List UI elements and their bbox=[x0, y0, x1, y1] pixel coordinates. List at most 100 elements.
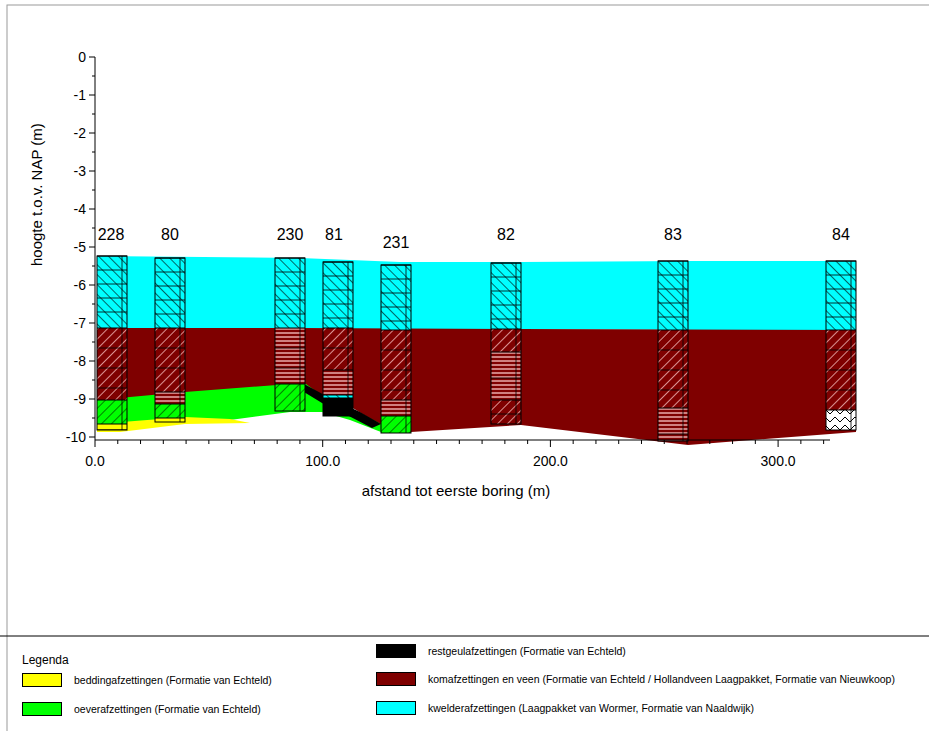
layer-boundary bbox=[491, 291, 521, 292]
layer-boundary bbox=[323, 370, 353, 371]
x-tick bbox=[208, 440, 209, 444]
borehole-number: 230 bbox=[277, 226, 304, 244]
borehole-number: 82 bbox=[497, 226, 515, 244]
borehole-segment bbox=[97, 400, 127, 424]
borehole-strip bbox=[180, 258, 181, 422]
legend-swatch bbox=[22, 673, 62, 687]
tick-label: -8 bbox=[74, 353, 86, 369]
borehole-strip bbox=[516, 263, 517, 424]
borehole-strip bbox=[406, 265, 407, 433]
borehole-segment bbox=[155, 258, 185, 328]
tick-label: 100.0 bbox=[305, 453, 340, 469]
layer-boundary bbox=[491, 329, 521, 330]
borehole-column bbox=[97, 256, 127, 430]
layer-boundary bbox=[155, 328, 185, 329]
legend-swatch bbox=[376, 644, 416, 658]
layer-boundary bbox=[658, 289, 688, 290]
borehole-segment bbox=[826, 330, 856, 410]
layer-boundary bbox=[826, 350, 856, 351]
borehole-number: 231 bbox=[383, 234, 410, 252]
layer-boundary bbox=[155, 418, 185, 419]
x-tick bbox=[345, 440, 346, 444]
y-minor-tick bbox=[92, 304, 95, 305]
layer-boundary bbox=[491, 319, 521, 320]
x-tick bbox=[595, 440, 596, 444]
layer-boundary bbox=[323, 276, 353, 277]
borehole-segment bbox=[155, 404, 185, 418]
borehole-segment bbox=[323, 395, 353, 398]
layer-boundary bbox=[155, 404, 185, 405]
x-tick bbox=[709, 440, 710, 444]
layer-boundary bbox=[275, 384, 305, 385]
x-tick bbox=[527, 440, 528, 444]
tick-label: -10 bbox=[66, 429, 86, 445]
layer-boundary bbox=[381, 330, 411, 331]
borehole-outline bbox=[658, 261, 688, 441]
legend-text: kwelderafzettingen (Laagpakket van Worme… bbox=[428, 702, 754, 714]
borehole-column bbox=[658, 261, 688, 441]
y-tick bbox=[89, 437, 95, 438]
x-tick bbox=[299, 440, 300, 444]
axis-title: hoogte t.o.v. NAP (m) bbox=[27, 124, 44, 267]
borehole-segment bbox=[491, 400, 521, 424]
borehole-segment bbox=[275, 258, 305, 328]
layer-boundary bbox=[826, 317, 856, 318]
borehole-segment bbox=[323, 262, 353, 328]
layer-boundary bbox=[97, 348, 127, 349]
x-tick bbox=[231, 440, 232, 444]
layer-boundary bbox=[97, 312, 127, 313]
layer-boundary bbox=[97, 424, 127, 425]
x-tick bbox=[573, 440, 574, 444]
borehole-outline bbox=[826, 261, 856, 430]
layer-boundary bbox=[275, 300, 305, 301]
borehole-segment bbox=[491, 329, 521, 352]
borehole-segment bbox=[491, 352, 521, 400]
borehole-segment bbox=[275, 328, 305, 384]
tick-label: -5 bbox=[74, 239, 86, 255]
borehole-number: 81 bbox=[325, 226, 343, 244]
x-tick bbox=[550, 440, 551, 447]
layer-boundary bbox=[491, 277, 521, 278]
x-tick bbox=[254, 440, 255, 444]
x-tick bbox=[163, 440, 164, 444]
tick-label: 300.0 bbox=[761, 453, 796, 469]
layer-boundary bbox=[658, 434, 688, 435]
y-tick bbox=[89, 323, 95, 324]
tick-label: 0 bbox=[78, 49, 86, 65]
tick-label: -7 bbox=[74, 315, 86, 331]
layer-boundary bbox=[491, 378, 521, 379]
layer-boundary bbox=[491, 414, 521, 415]
layer-boundary bbox=[658, 390, 688, 391]
tick-label: 200.0 bbox=[533, 453, 568, 469]
layer-boundary bbox=[826, 370, 856, 371]
layer-boundary bbox=[381, 370, 411, 371]
y-tick bbox=[89, 399, 95, 400]
layer-boundary bbox=[658, 275, 688, 276]
borehole-column bbox=[275, 258, 305, 411]
borehole-segment bbox=[658, 261, 688, 330]
borehole-column bbox=[826, 261, 856, 430]
layer-boundary bbox=[491, 305, 521, 306]
layer-boundary bbox=[275, 348, 305, 349]
borehole-number: 80 bbox=[161, 226, 179, 244]
layer-boundary bbox=[826, 289, 856, 290]
borehole-strip bbox=[683, 261, 684, 441]
borehole-segment bbox=[658, 408, 688, 441]
borehole-number: 83 bbox=[664, 226, 682, 244]
layer-boundary bbox=[275, 368, 305, 369]
tick-label: -9 bbox=[74, 391, 86, 407]
layer-boundary bbox=[381, 321, 411, 322]
x-tick bbox=[391, 440, 392, 444]
y-minor-tick bbox=[92, 190, 95, 191]
x-tick bbox=[459, 440, 460, 444]
layer-boundary bbox=[381, 350, 411, 351]
layer-boundary bbox=[381, 293, 411, 294]
layer-boundary bbox=[658, 317, 688, 318]
borehole-segment bbox=[381, 400, 411, 416]
borehole-segment bbox=[491, 263, 521, 329]
layer-boundary bbox=[275, 328, 305, 329]
borehole-strip bbox=[851, 261, 852, 430]
x-tick bbox=[140, 440, 141, 444]
x-tick bbox=[664, 440, 665, 444]
layer-boundary bbox=[155, 286, 185, 287]
